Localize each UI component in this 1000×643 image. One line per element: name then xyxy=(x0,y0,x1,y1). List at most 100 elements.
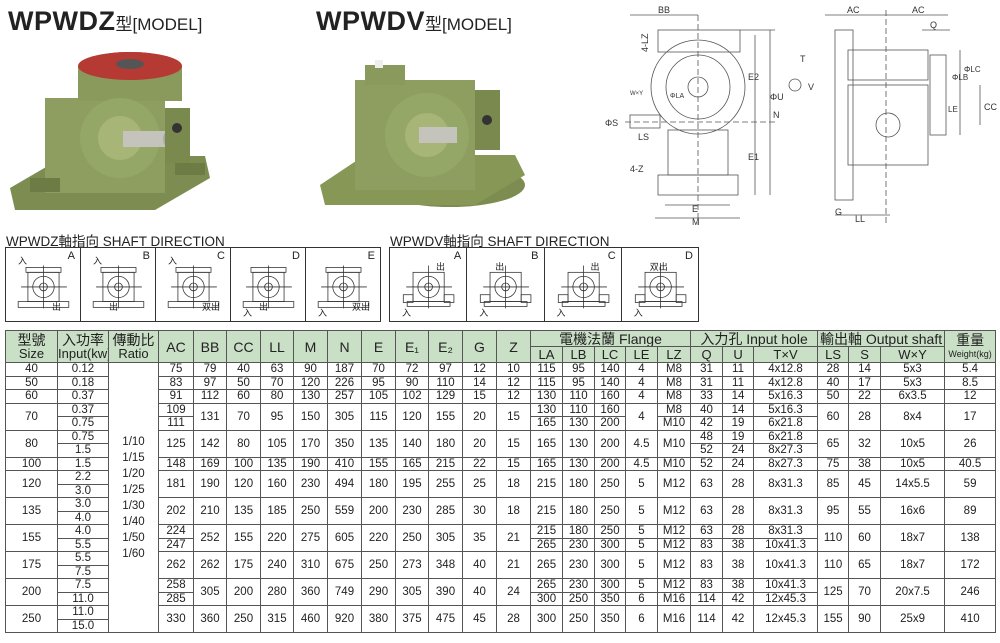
cell-ac: 75 xyxy=(158,362,194,377)
gearbox-schematic-icon xyxy=(402,265,455,309)
input-label: 入 xyxy=(18,256,28,266)
cell-le: 5 xyxy=(625,470,658,498)
cell-wy: 20x7.5 xyxy=(880,578,946,606)
label-t: T xyxy=(800,54,806,64)
cell-tv: 4x12.8 xyxy=(753,362,819,377)
cell-lc: 350 xyxy=(594,591,626,606)
gearbox-schematic-icon xyxy=(167,265,220,309)
cell-lc: 250 xyxy=(594,524,626,539)
header-dim: CC xyxy=(226,330,261,363)
cell-cc: 175 xyxy=(226,551,261,579)
cell-lz: M12 xyxy=(656,537,692,552)
cell-e1: 195 xyxy=(395,470,429,498)
cell-e2: 155 xyxy=(428,402,463,431)
output-label: 双出 xyxy=(649,262,668,272)
cell-m: 230 xyxy=(293,470,328,498)
model-name: WPWDZ xyxy=(8,6,116,36)
cell-ls: 125 xyxy=(817,578,850,606)
header-dim: E xyxy=(361,330,396,363)
cell-q: 83 xyxy=(690,537,724,552)
cell-e: 95 xyxy=(361,375,396,390)
cell-ls: 60 xyxy=(817,402,850,431)
cell-tv: 4x12.8 xyxy=(753,375,819,390)
label-4-lz: 4-LZ xyxy=(640,33,650,52)
header-flange-col: LZ xyxy=(656,346,692,363)
cell-input: 2.2 xyxy=(57,470,109,485)
label-ls: LS xyxy=(638,132,649,142)
model-title-wpwdv: WPWDV型[MODEL] xyxy=(316,6,512,37)
cell-la: 165 xyxy=(530,456,563,471)
cell-s: 28 xyxy=(848,402,882,431)
cell-w: 410 xyxy=(944,605,997,633)
cell-q: 114 xyxy=(690,605,724,633)
cell-size: 60 xyxy=(5,389,58,404)
cell-tv: 8x27.3 xyxy=(753,443,819,458)
cell-e2: 255 xyxy=(428,470,463,498)
cell-bb: 131 xyxy=(193,402,227,431)
cell-lz: M10 xyxy=(656,416,692,431)
cell-input: 0.18 xyxy=(57,375,109,390)
cell-ll: 80 xyxy=(260,389,294,404)
cell-lz: M12 xyxy=(656,551,692,579)
cell-u: 11 xyxy=(722,375,755,390)
cell-wy: 18x7 xyxy=(880,551,946,579)
gearbox-schematic-icon xyxy=(317,265,370,309)
cell-le: 5 xyxy=(625,524,658,539)
cell-z: 15 xyxy=(496,456,531,471)
header-dim: M xyxy=(293,330,328,363)
cell-s: 55 xyxy=(848,497,882,525)
cell-u: 38 xyxy=(722,551,755,579)
cell-lb: 180 xyxy=(562,497,595,525)
cell-u: 19 xyxy=(722,429,755,444)
cell-ll: 185 xyxy=(260,497,294,525)
cell-w: 5.4 xyxy=(944,362,997,377)
header-dim: E₂ xyxy=(428,330,463,363)
cell-ls: 110 xyxy=(817,551,850,579)
label-q: Q xyxy=(930,20,937,30)
cell-la: 115 xyxy=(530,362,563,377)
label-s: ΦS xyxy=(605,118,618,128)
cell-u: 24 xyxy=(722,456,755,471)
cell-n: 920 xyxy=(327,605,362,633)
cell-e1: 305 xyxy=(395,578,429,606)
cell-lz: M12 xyxy=(656,497,692,525)
ratio-value: 1/15 xyxy=(122,451,145,464)
cell-e: 115 xyxy=(361,402,396,431)
cell-e: 155 xyxy=(361,456,396,471)
cell-s: 65 xyxy=(848,551,882,579)
cell-lb: 130 xyxy=(562,416,595,431)
ratio-value: 1/60 xyxy=(122,547,145,560)
cell-tv: 5x16.3 xyxy=(753,402,819,417)
cell-cc: 135 xyxy=(226,497,261,525)
cell-m: 120 xyxy=(293,375,328,390)
header-dim: AC xyxy=(158,330,194,363)
cell-wy: 10x5 xyxy=(880,429,946,458)
cell-lz: M8 xyxy=(656,402,692,417)
cell-lz: M16 xyxy=(656,591,692,606)
cell-z: 15 xyxy=(496,402,531,431)
cell-s: 60 xyxy=(848,524,882,552)
cell-ll: 315 xyxy=(260,605,294,633)
cell-ll: 240 xyxy=(260,551,294,579)
cell-lc: 300 xyxy=(594,578,626,593)
cell-u: 38 xyxy=(722,578,755,593)
cell-s: 14 xyxy=(848,362,882,377)
cell-cc: 100 xyxy=(226,456,261,471)
label-ll: LL xyxy=(855,214,865,224)
cell-q: 63 xyxy=(690,470,724,498)
cell-s: 38 xyxy=(848,456,882,471)
cell-ls: 65 xyxy=(817,429,850,458)
cell-m: 150 xyxy=(293,402,328,431)
cell-bb: 97 xyxy=(193,375,227,390)
cell-lb: 130 xyxy=(562,456,595,471)
cell-tv: 8x31.3 xyxy=(753,524,819,539)
cell-ac: 285 xyxy=(158,591,194,606)
cell-lb: 230 xyxy=(562,537,595,552)
cell-ac: 258 xyxy=(158,578,194,593)
cell-u: 14 xyxy=(722,389,755,404)
